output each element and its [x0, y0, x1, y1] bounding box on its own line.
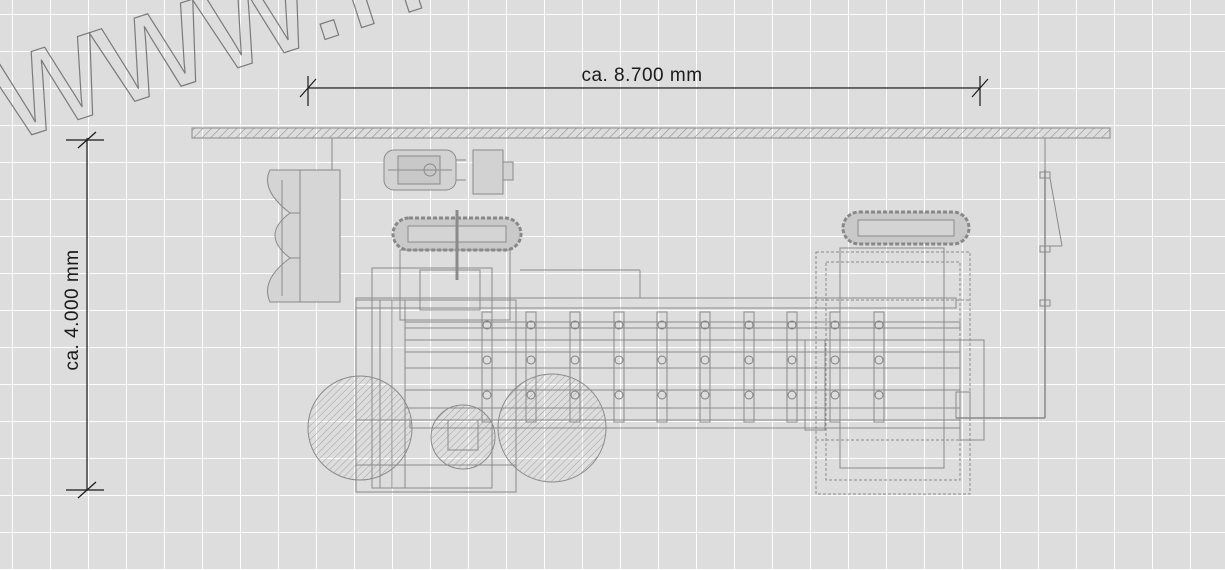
width-dimension-label: ca. 8.700 mm: [581, 65, 702, 86]
right-stacker-frame: [804, 247, 985, 495]
wheel-center: [430, 404, 496, 470]
height-dimension: [66, 131, 104, 499]
roller-columns: [481, 311, 885, 423]
machine-layout: [267, 138, 1063, 495]
conveyor-frame: [355, 269, 961, 429]
right-cable-post: [955, 170, 1063, 419]
width-dimension: [299, 76, 989, 106]
control-box: [472, 149, 514, 195]
height-dimension-label: ca. 4.000 mm: [62, 249, 83, 370]
motor-unit: [383, 149, 466, 191]
left-feeder-unit: [267, 169, 341, 303]
watermark: www.hc: [0, 0, 512, 172]
chain-track-right: [841, 210, 971, 246]
wheel-left: [307, 375, 413, 481]
wall-hatched: [191, 127, 1111, 139]
